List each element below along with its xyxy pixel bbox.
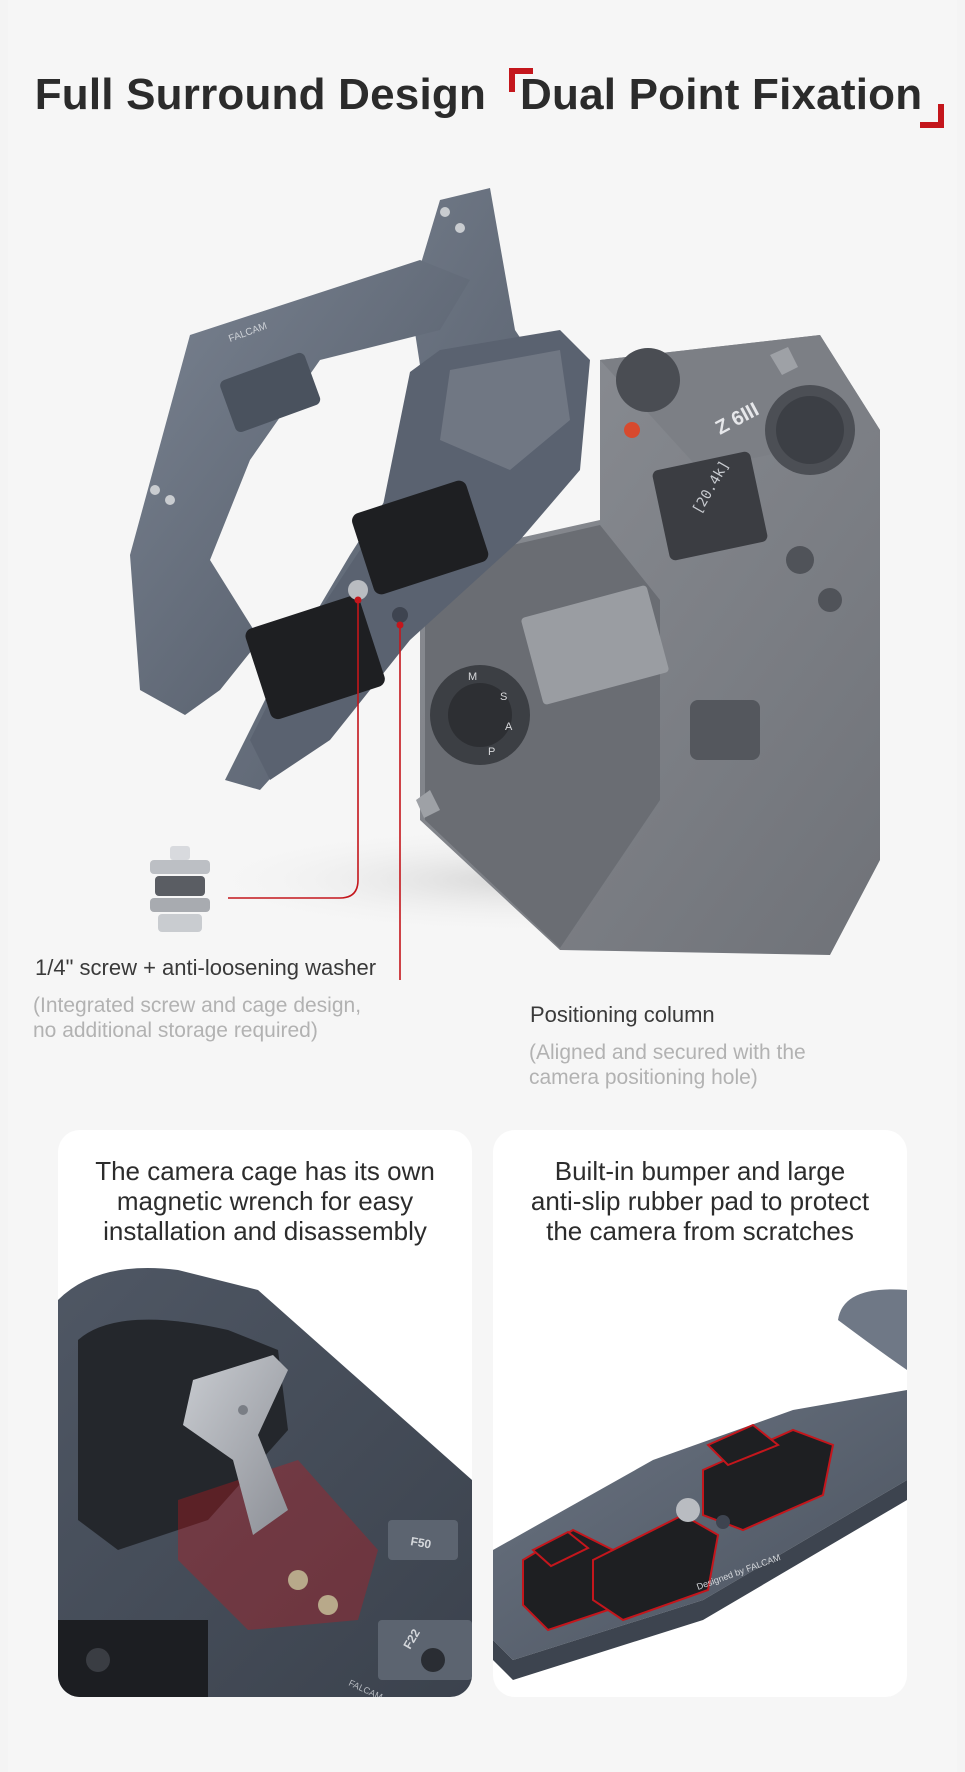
red-bracket-bottom-right (920, 104, 945, 128)
eyecup (690, 700, 760, 760)
column-marker-dot (396, 621, 404, 629)
column-callout-subtitle-line2: camera positioning hole) (529, 1066, 758, 1089)
bumper-left (531, 1530, 590, 1568)
rubber-pad-right (702, 1428, 835, 1532)
bumper-right (706, 1423, 780, 1467)
rubber-pad-upper (352, 480, 489, 595)
top-lcd-screen (652, 451, 768, 561)
hot-shoe (521, 585, 669, 705)
screw-callout-subtitle: (Integrated screw and cage design, no ad… (33, 993, 361, 1043)
card2-line2: anti-slip rubber pad to protect (530, 1186, 870, 1216)
card1-label-f50: F50 (409, 1534, 432, 1551)
strap-lug-left (416, 790, 440, 818)
magnet-highlight (178, 1460, 378, 1630)
wrench-icon (183, 1355, 288, 1535)
positioning-column (392, 607, 408, 623)
card2-line3: the camera from scratches (546, 1216, 854, 1246)
title-full-surround: Full Surround Design (34, 70, 487, 119)
mode-dial-label-p: P (488, 746, 495, 758)
af-on-button (786, 546, 814, 574)
thread-hole (421, 1648, 445, 1672)
feature-card-wrench: The camera cage has its own magnetic wre… (58, 1130, 472, 1697)
card1-line3: installation and disassembly (103, 1216, 427, 1246)
column-callout-subtitle: (Aligned and secured with the camera pos… (529, 1040, 806, 1090)
bumper-pad-image: Designed by FALCAM (493, 1289, 907, 1680)
feature-card-wrench-text: The camera cage has its own magnetic wre… (68, 1156, 462, 1246)
camera-rear-panel (58, 1620, 208, 1697)
magnetic-wrench-image: F50 F22 FALCAM (58, 1268, 472, 1697)
mode-dial-label-s: S (500, 691, 507, 703)
camera-body: [20.4k] Z 6III M S A P (416, 335, 880, 955)
card1-line1: The camera cage has its own (95, 1156, 435, 1186)
callout-lines (228, 600, 401, 980)
mode-dial-label-a: A (505, 721, 513, 733)
cage-screw (348, 580, 368, 600)
screw-callout-title: 1/4" screw + anti-loosening washer (35, 955, 377, 980)
mode-dial-label-m: M (468, 671, 477, 683)
magnet-1 (288, 1570, 308, 1590)
magnet-2 (318, 1595, 338, 1615)
plate-screw (676, 1498, 700, 1522)
screw-washer-icon (150, 846, 210, 932)
page-title: Full Surround Design Dual Point Fixation (0, 68, 965, 128)
screw-callout-subtitle-line2: no additional storage required) (33, 1019, 318, 1042)
title-dual-point-text: Dual Point Fixation (520, 70, 923, 119)
column-callout-subtitle-line1: (Aligned and secured with the (529, 1041, 806, 1064)
screw-marker-dot (354, 596, 362, 604)
strap-lug (770, 347, 798, 375)
cage-arm (838, 1289, 907, 1370)
rubber-pad-lower (245, 595, 385, 720)
red-bracket-top-left (509, 68, 534, 92)
title-dual-point: Dual Point Fixation (509, 68, 945, 128)
feature-card-bumper: Built-in bumper and large anti-slip rubb… (493, 1130, 907, 1697)
hero-product-image: [20.4k] Z 6III M S A P FALCAM (130, 188, 880, 980)
screw-callout-subtitle-line1: (Integrated screw and cage design, (33, 994, 362, 1017)
card2-line1: Built-in bumper and large (554, 1156, 846, 1186)
plate-positioning-column (716, 1515, 730, 1529)
cold-shoe-mount (220, 352, 321, 433)
mode-button-cluster (616, 348, 680, 412)
card1-line2: magnetic wrench for easy (116, 1186, 414, 1216)
feature-card-bumper-text: Built-in bumper and large anti-slip rubb… (503, 1156, 897, 1246)
screw-leader-line (228, 600, 359, 899)
record-button (624, 422, 640, 438)
camera-cage: FALCAM (130, 188, 590, 790)
column-callout-title: Positioning column (530, 1002, 715, 1027)
multi-selector (818, 588, 842, 612)
